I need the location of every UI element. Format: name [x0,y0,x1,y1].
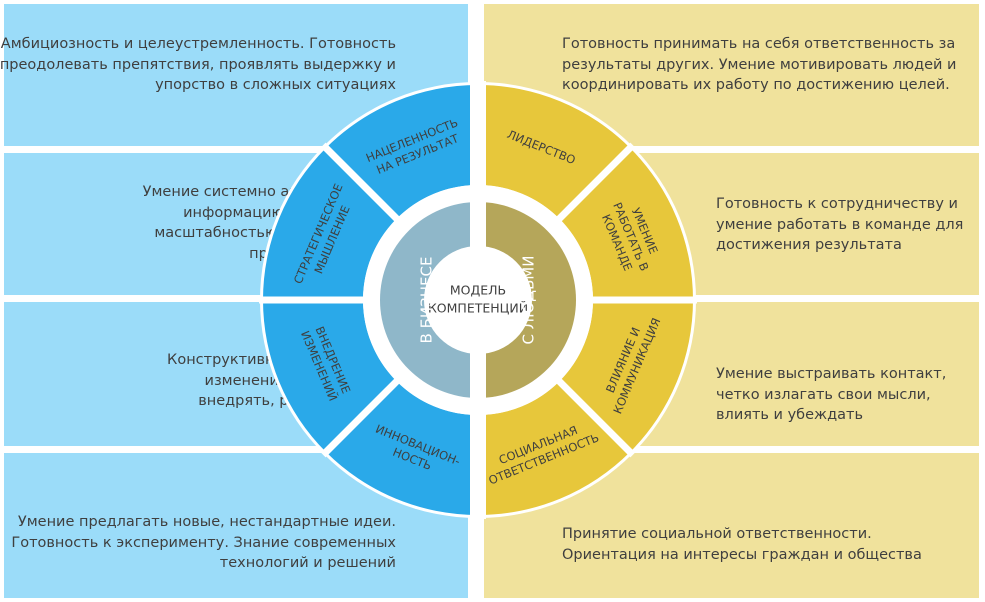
description-line: упорство в сложных ситуациях [155,77,396,93]
description-line: Амбициозность и целеустремленность. Гото… [0,36,396,52]
segment-divider [555,377,636,458]
left-panel-1: Амбициозность и целеустремленность. Гото… [0,4,468,146]
right-description-4: Принятие социальной ответственности. Орие… [562,524,922,565]
description-line: технологий и решений [219,555,396,571]
description-line: Умение выстраивать контакт, [716,366,947,382]
description-line: Готовность к эксперименту. Знание соврем… [11,534,396,551]
description-line: Принятие социальной ответственности. [562,526,872,542]
center-circle [424,246,532,354]
right-description-2: Готовность к сотрудничеству и умение рабо… [716,194,963,256]
description-line: результаты других. Умение мотивировать л… [562,56,957,73]
segment-divider [320,142,401,223]
description-line: Умение предлагать новые, нестандартные и… [17,514,396,530]
inner-left-label: В БИЗНЕСЕ [418,257,436,344]
inner-right-label-text: С ЛЮДЬМИ [520,256,538,345]
segment-label-line: КОМПЕТЕНЦИЙ [428,301,528,316]
segment-divider [320,377,401,458]
description-line: координировать их работу по достижению ц… [562,77,950,93]
right-description-3: Умение выстраивать контакт, четко излагат… [716,364,946,426]
description-line: Готовность принимать на себя ответственн… [562,36,956,52]
left-description-1: Амбициозность и целеустремленность. Гото… [0,34,396,96]
description-line: преодолевать препятствия, проявлять выде… [0,56,396,73]
center-label: МОДЕЛЬ КОМПЕТЕНЦИЙ [428,283,528,316]
description-line: влиять и убеждать [716,407,864,423]
left-panel-4: Умение предлагать новые, нестандартные и… [4,453,468,598]
segment-divider [555,142,636,223]
right-description-1: Готовность принимать на себя ответственн… [562,34,956,96]
inner-right-label: С ЛЮДЬМИ [520,256,538,345]
left-description-4: Умение предлагать новые, нестандартные и… [11,512,396,574]
description-line: четко излагать свои мысли, [716,386,931,403]
description-line: умение работать в команде для [716,216,964,233]
description-line: Ориентация на интересы граждан и обществ… [562,546,922,563]
description-line: достижения результата [716,237,902,253]
inner-left-label-text: В БИЗНЕСЕ [418,257,436,344]
right-panel-4: Принятие социальной ответственности. Орие… [484,453,979,598]
description-line: Готовность к сотрудничеству и [716,196,958,212]
segment-label-line: МОДЕЛЬ [450,283,506,298]
